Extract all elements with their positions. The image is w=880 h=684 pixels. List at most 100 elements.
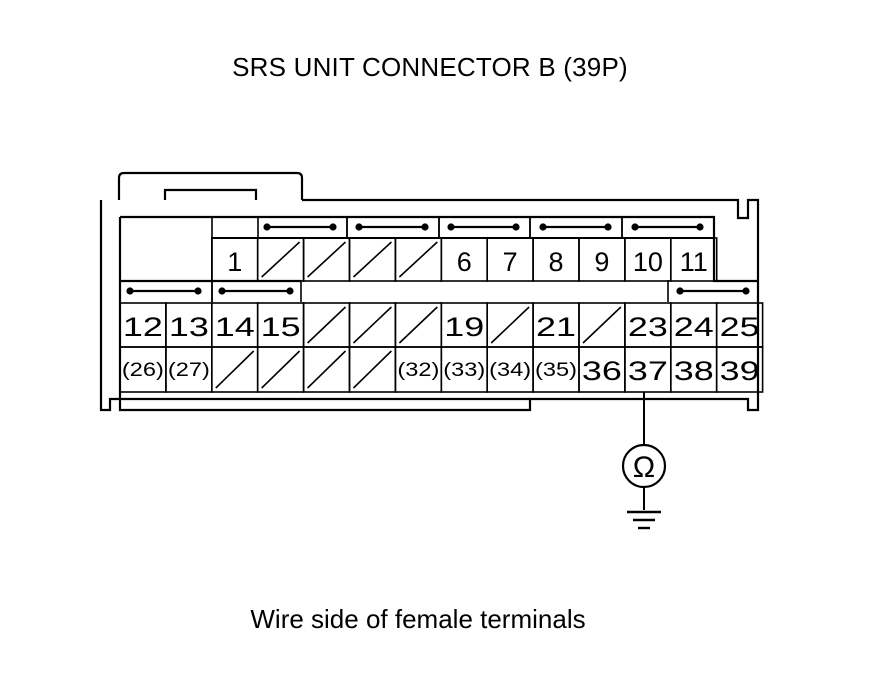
terminal-cell: 7: [486, 237, 534, 282]
terminal-cell: [302, 237, 351, 282]
cell-border: [669, 237, 718, 282]
empty-cavity-slash: [261, 350, 301, 389]
terminal-cell: [486, 302, 534, 348]
terminal-number: 14: [215, 312, 255, 342]
bar-dot: [194, 287, 202, 295]
empty-cavity-slash: [352, 241, 392, 278]
terminal-cell: [302, 302, 351, 348]
shorting-bar: [257, 216, 348, 238]
terminal-cell: 14: [211, 302, 259, 348]
terminal-number: (34): [489, 360, 531, 381]
terminal-number: 39: [720, 356, 760, 386]
terminal-cell: (33): [440, 346, 488, 393]
terminal-cell: (34): [486, 346, 534, 393]
bar-dot: [329, 223, 337, 231]
shorting-bar: [529, 216, 623, 238]
bar-dot: [696, 223, 704, 231]
housing-latch: [117, 171, 304, 200]
terminal-number: 10: [633, 247, 663, 277]
terminal-cell: 12: [119, 302, 167, 348]
terminal-cell: (35): [532, 346, 580, 393]
terminal-cell: [394, 237, 443, 282]
empty-cavity-slash: [307, 350, 347, 389]
terminal-cell: [578, 302, 626, 348]
bar-dot: [676, 287, 684, 295]
bar-dot: [126, 287, 134, 295]
terminal-number: (27): [168, 360, 210, 381]
terminal-cell: 37: [624, 346, 672, 393]
terminal-cell: 39: [715, 346, 764, 393]
terminal-cell: 8: [532, 237, 580, 282]
terminal-cell: 19: [440, 302, 488, 348]
terminal-cell: 25: [715, 302, 764, 348]
bar-dot: [512, 223, 520, 231]
bar-dot: [355, 223, 363, 231]
terminal-cell: [348, 346, 397, 393]
terminal-number: (33): [443, 360, 485, 381]
bar-dot: [742, 287, 750, 295]
empty-cavity-slash: [352, 350, 392, 389]
empty-cavity-slash: [215, 350, 255, 389]
terminal-number: 12: [123, 312, 163, 342]
terminal-cell: [394, 302, 443, 348]
terminal-cell: [348, 237, 397, 282]
terminal-number: 6: [457, 247, 472, 277]
shorting-bar: [346, 216, 440, 238]
terminal-number: 38: [674, 356, 714, 386]
shorting-bar: [119, 280, 213, 302]
shorting-bar: [211, 280, 302, 302]
terminal-number: 7: [503, 247, 518, 277]
terminal-number: 1: [227, 247, 242, 277]
terminal-cell: [211, 346, 259, 393]
empty-cavity-slash: [398, 306, 438, 344]
terminal-cell: 9: [578, 237, 626, 282]
empty-cavity-slash: [307, 241, 347, 278]
empty-cavity-slash: [261, 241, 301, 278]
bar-dot: [447, 223, 455, 231]
terminal-number: (35): [535, 360, 577, 381]
shorting-bar: [621, 216, 715, 238]
terminal-number: (32): [397, 360, 439, 381]
bar-dot: [421, 223, 429, 231]
terminal-cell: 13: [165, 302, 213, 348]
terminal-cell: [256, 346, 305, 393]
terminal-number: 11: [680, 247, 708, 277]
empty-cavity-slash: [582, 306, 622, 344]
connector-housing: [99, 171, 760, 412]
terminal-number: 19: [444, 312, 484, 342]
terminal-number: 23: [628, 312, 668, 342]
bar-dot: [604, 223, 612, 231]
terminal-cell: 21: [532, 302, 580, 348]
terminal-cell: [256, 237, 305, 282]
shorting-bar: [667, 280, 759, 302]
latch-tab: [163, 188, 258, 200]
empty-cavity-slash: [398, 241, 438, 278]
terminal-cell: 23: [624, 302, 672, 348]
terminal-number: 25: [720, 312, 760, 342]
bar-dot: [286, 287, 294, 295]
bar-dot: [539, 223, 547, 231]
bar-dot: [218, 287, 226, 295]
terminal-number: 13: [169, 312, 209, 342]
housing-outline: [99, 198, 760, 412]
terminal-number: 21: [536, 312, 576, 342]
terminal-cell: (26): [119, 346, 167, 393]
terminal-cell: 38: [669, 346, 718, 393]
terminal-cell: [302, 346, 351, 393]
terminal-cell: 6: [440, 237, 488, 282]
terminal-number: 37: [628, 356, 668, 386]
cell-border: [715, 346, 764, 393]
terminal-cell: 24: [669, 302, 718, 348]
terminal-cell: 10: [624, 237, 672, 282]
terminal-number: 36: [582, 356, 622, 386]
bar-dot: [263, 223, 271, 231]
empty-cavity-slash: [307, 306, 347, 344]
terminal-cell: 15: [256, 302, 305, 348]
terminal-number: (26): [122, 360, 164, 381]
ohmmeter-probe: Ω: [621, 392, 667, 530]
terminal-number: 9: [594, 247, 609, 277]
diagram-title: SRS UNIT CONNECTOR B (39P): [232, 52, 628, 82]
ohm-symbol: Ω: [633, 451, 655, 484]
